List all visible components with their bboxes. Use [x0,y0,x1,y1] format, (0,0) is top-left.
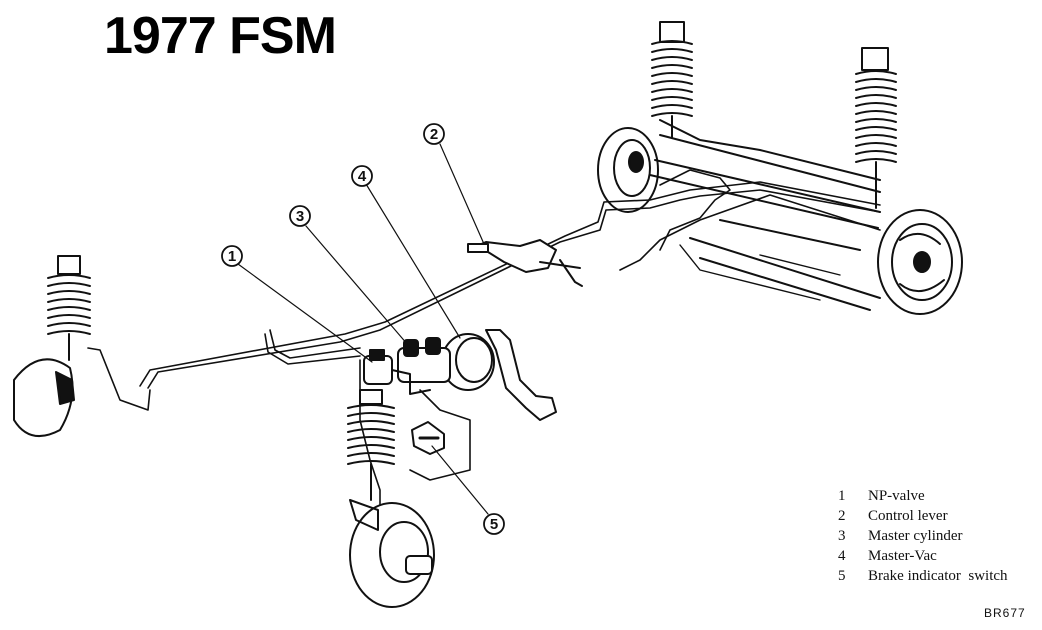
legend-item-number: 1 [838,488,846,504]
rear-axle-assembly [597,21,963,315]
callout-4: 4 [351,165,373,187]
master-cylinder [397,337,451,383]
rear-left-spring [651,21,693,139]
legend-item-number: 3 [838,528,846,544]
rear-axle-beam [649,159,881,311]
legend-item: 5 Brake indicator switch [832,566,1008,586]
brake-indicator-switch [411,421,445,455]
legend-item-label: NP-valve [868,488,925,504]
legend-item-label: Master-Vac [868,548,937,564]
legend-item: 1 NP-valve [832,486,1008,506]
brake-pedal [485,329,557,421]
legend-item-label: Control lever [868,508,948,524]
legend-item-number: 4 [838,548,846,564]
callout-4-label: 4 [358,168,367,185]
callout-1-label: 1 [228,248,236,265]
master-vac [441,333,495,391]
callout-3-label: 3 [296,208,304,225]
callout-5: 5 [483,513,505,535]
legend-item: 2 Control lever [832,506,1008,526]
np-valve [363,349,431,395]
legend-item: 3 Master cylinder [832,526,1008,546]
page-title: 1977 FSM [104,7,337,65]
callout-2: 2 [423,123,445,145]
rear-right-brake-drum [877,209,963,315]
front-right-suspension [347,389,435,608]
callout-1: 1 [221,245,243,267]
rear-left-brake-drum [597,127,659,213]
figure-code: BR677 [984,606,1026,620]
callout-2-label: 2 [430,126,438,143]
rear-right-spring [855,47,897,209]
callout-leaders [237,143,489,515]
front-left-suspension [13,255,91,438]
legend: 1 NP-valve 2 Control lever 3 Master cylinde… [832,486,1008,586]
brake-lines [87,169,881,511]
control-lever [467,239,583,287]
legend-item-label: Brake indicator switch [868,568,1008,584]
legend-item: 4 Master-Vac [832,546,1008,566]
callout-5-label: 5 [490,516,498,533]
callout-3: 3 [289,205,311,227]
legend-item-number: 2 [838,508,846,524]
legend-item-number: 5 [838,568,846,584]
legend-item-label: Master cylinder [868,528,963,544]
